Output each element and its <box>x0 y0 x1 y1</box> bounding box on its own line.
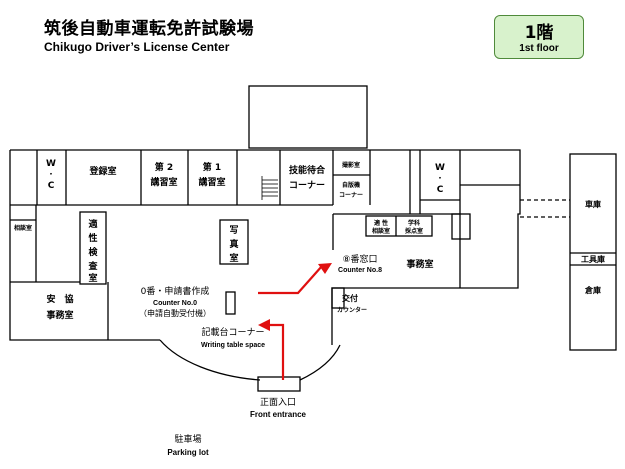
floor-label-ja: 1階 <box>524 23 554 43</box>
entrance-box <box>257 376 301 392</box>
arrow-writing <box>270 323 285 380</box>
floor-label-en: 1st floor <box>519 43 559 54</box>
entrance-ja: 正面入口 <box>260 397 296 408</box>
registration-room: 登録室 <box>88 165 116 177</box>
aptitude-consult-room: 相談室 <box>372 227 390 235</box>
writing-space-en: Writing table space <box>201 342 265 349</box>
parking-en: Parking lot <box>167 448 209 457</box>
aptitude-room <box>79 211 107 285</box>
counter0-ja: 0番・申請書作成 <box>141 285 210 297</box>
aptitude-4: 査 <box>87 260 98 272</box>
kiosk <box>225 291 236 315</box>
wc-right-c: C <box>437 185 444 195</box>
page-title: 筑後自動車運転免許試験場 <box>44 19 254 39</box>
small-room-a: 撮影室 <box>342 161 360 169</box>
safety-office-1: 安 協 <box>46 293 73 305</box>
entrance-en: Front entrance <box>250 410 307 419</box>
photo-room <box>219 219 249 265</box>
wc-left-c: C <box>48 181 55 191</box>
delivery-counter: 交付 <box>342 293 358 303</box>
wc-left-dot: ・ <box>48 170 55 178</box>
page-subtitle: Chikugo Driver’s License Center <box>44 40 230 54</box>
aptitude-2: 性 <box>88 232 97 244</box>
lecture-room-1: 講習室 <box>198 176 225 188</box>
aptitude-1: 適 <box>88 218 97 230</box>
counter0-sub: （申請自動受付機） <box>139 308 211 318</box>
aptitude-consult: 適 性 <box>374 219 388 227</box>
written-scoring: 学科 <box>408 219 420 227</box>
curved-wall-left <box>159 339 261 381</box>
arrow-counter8 <box>258 265 323 295</box>
plan-walls <box>9 85 617 392</box>
outer-wall-left <box>9 150 160 341</box>
warehouse: 倉庫 <box>584 285 601 295</box>
counter8-en: Counter No.8 <box>338 267 382 274</box>
curved-wall-right <box>299 344 341 381</box>
garage-building <box>569 153 617 351</box>
lecture-room-1-num: 第 1 <box>203 161 221 173</box>
floor-badge: 1階 1st floor <box>494 15 584 59</box>
wc-left-w: W <box>46 159 56 169</box>
small-room-b-corner: コーナー <box>339 192 363 199</box>
writing-space-ja: 記載台コーナー <box>201 326 264 338</box>
skill-waiting: 技能待合 <box>289 164 326 176</box>
garage: 車庫 <box>585 199 601 209</box>
counter0-en: Counter No.0 <box>153 300 197 307</box>
aptitude-5: 室 <box>88 272 97 284</box>
small-room-b: 自版機 <box>342 181 360 189</box>
safety-office-2: 事務室 <box>46 309 73 321</box>
wc-right-w: W <box>435 163 445 173</box>
tool-storage: 工具庫 <box>581 254 605 264</box>
route-arrows <box>258 263 332 380</box>
written-scoring-room: 採点室 <box>405 227 423 235</box>
photo-1: 写 <box>229 225 238 236</box>
delivery-counter-label: カウンター <box>337 306 367 314</box>
upper-block <box>248 85 368 149</box>
consult-room: 相談室 <box>14 224 32 232</box>
lecture-room-2-num: 第 2 <box>155 161 173 173</box>
photo-3: 室 <box>229 252 238 264</box>
parking-ja: 駐車場 <box>174 433 201 445</box>
wc-right-dot: ・ <box>437 174 444 182</box>
outer-wall <box>10 149 521 345</box>
photo-2: 真 <box>229 238 238 250</box>
counter8-ja: ⑧番窓口 <box>342 253 377 265</box>
skill-waiting-corner: コーナー <box>289 180 325 191</box>
office: 事務室 <box>406 258 433 270</box>
aptitude-3: 検 <box>88 246 98 258</box>
lecture-room-2: 講習室 <box>150 176 177 188</box>
